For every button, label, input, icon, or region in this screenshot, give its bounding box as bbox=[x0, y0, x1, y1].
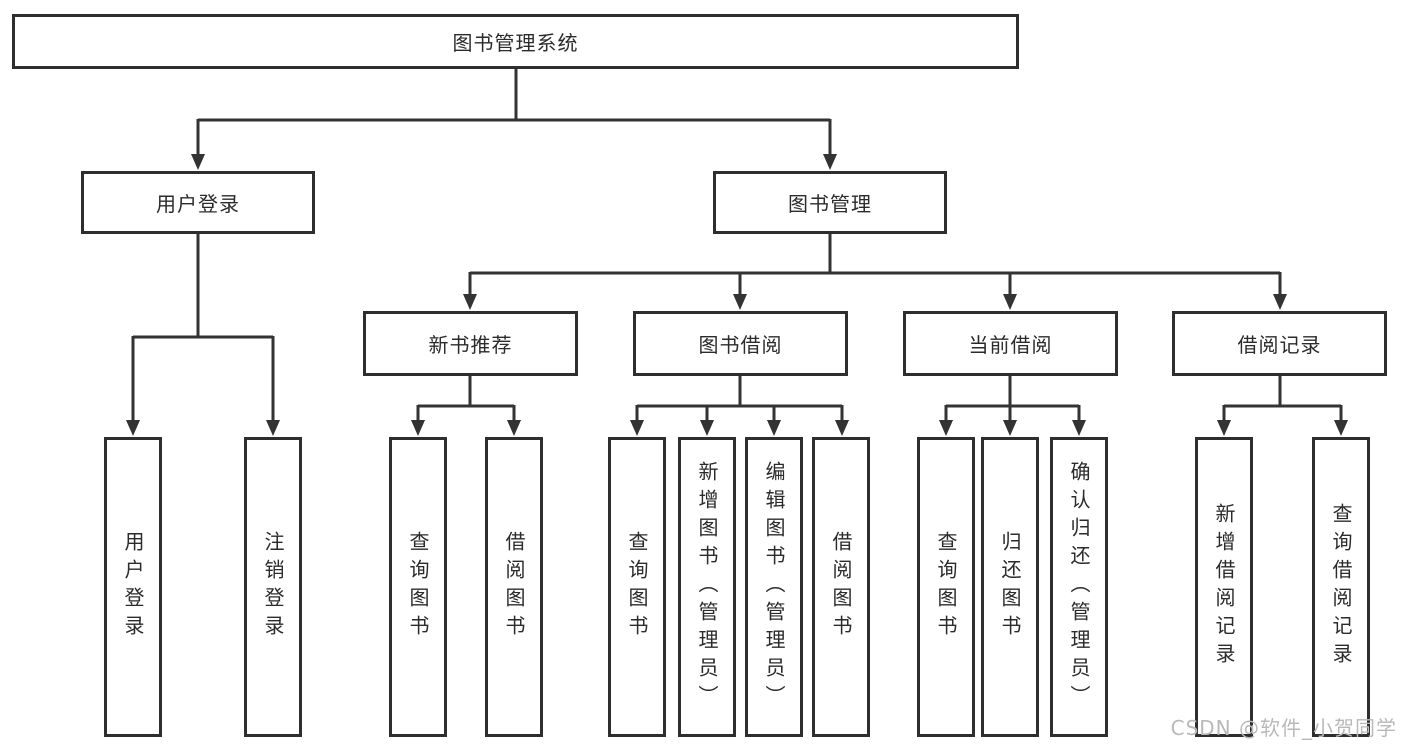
leaf-borrow-book-recommend: 借阅图书 bbox=[485, 437, 543, 737]
leaf-logout: 注销登录 bbox=[244, 437, 302, 737]
leaf-query-book-borrow: 查询图书 bbox=[608, 437, 666, 737]
node-user-login: 用户登录 bbox=[81, 171, 315, 234]
node-new-book-recommend: 新书推荐 bbox=[363, 311, 578, 376]
leaf-query-book-recommend: 查询图书 bbox=[389, 437, 447, 737]
leaf-return-book-label: 归还图书 bbox=[998, 531, 1022, 643]
node-borrow-record-label: 借阅记录 bbox=[1237, 333, 1322, 357]
leaf-query-book-current-label: 查询图书 bbox=[934, 531, 958, 643]
leaf-logout-label: 注销登录 bbox=[261, 531, 285, 643]
leaf-confirm-return-admin-label: 确认归还（管理员） bbox=[1067, 461, 1091, 713]
leaf-add-borrow-record: 新增借阅记录 bbox=[1195, 437, 1253, 737]
leaf-confirm-return-admin: 确认归还（管理员） bbox=[1050, 437, 1108, 737]
leaf-borrow-book-recommend-label: 借阅图书 bbox=[502, 531, 526, 643]
leaf-return-book: 归还图书 bbox=[981, 437, 1039, 737]
node-root: 图书管理系统 bbox=[12, 14, 1019, 69]
node-root-label: 图书管理系统 bbox=[452, 31, 579, 55]
arrowheads bbox=[126, 154, 1348, 436]
node-current-borrow-label: 当前借阅 bbox=[968, 333, 1053, 357]
leaf-query-book-borrow-label: 查询图书 bbox=[625, 531, 649, 643]
node-borrow-record: 借阅记录 bbox=[1172, 311, 1387, 376]
leaf-query-borrow-record: 查询借阅记录 bbox=[1312, 437, 1370, 737]
node-book-borrow: 图书借阅 bbox=[633, 311, 848, 376]
leaf-add-book-admin: 新增图书（管理员） bbox=[678, 437, 736, 737]
leaf-borrow-book-label: 借阅图书 bbox=[829, 531, 853, 643]
leaf-user-login-label: 用户登录 bbox=[121, 531, 145, 643]
leaf-add-book-admin-label: 新增图书（管理员） bbox=[695, 461, 719, 713]
node-book-borrow-label: 图书借阅 bbox=[698, 333, 783, 357]
leaf-edit-book-admin-label: 编辑图书（管理员） bbox=[762, 461, 786, 713]
leaf-edit-book-admin: 编辑图书（管理员） bbox=[745, 437, 803, 737]
leaf-borrow-book: 借阅图书 bbox=[812, 437, 870, 737]
node-current-borrow: 当前借阅 bbox=[903, 311, 1118, 376]
leaf-query-book-current: 查询图书 bbox=[917, 437, 975, 737]
leaf-query-book-recommend-label: 查询图书 bbox=[406, 531, 430, 643]
node-book-management: 图书管理 bbox=[713, 171, 947, 234]
leaf-query-borrow-record-label: 查询借阅记录 bbox=[1329, 503, 1353, 671]
csdn-watermark: CSDN @软件_小贺同学 bbox=[1170, 716, 1397, 740]
node-new-book-recommend-label: 新书推荐 bbox=[428, 333, 513, 357]
node-book-management-label: 图书管理 bbox=[788, 192, 872, 216]
leaf-add-borrow-record-label: 新增借阅记录 bbox=[1212, 503, 1236, 671]
node-user-login-label: 用户登录 bbox=[156, 192, 240, 216]
leaf-user-login: 用户登录 bbox=[104, 437, 162, 737]
